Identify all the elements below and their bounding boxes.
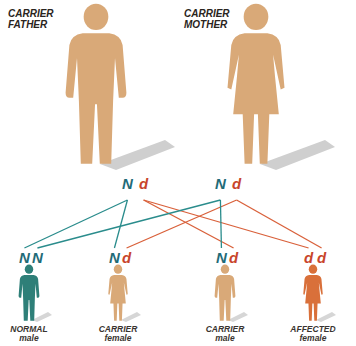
- allele-letter: N: [19, 250, 30, 265]
- child-figure: [108, 265, 128, 321]
- inheritance-line: [220, 200, 221, 248]
- allele-letter: N: [122, 176, 133, 191]
- parent-node: CARRIER FATHER Nd: [0, 0, 170, 200]
- figure-shadow: [228, 312, 248, 322]
- mother-figure: [228, 4, 285, 164]
- child-node: NdCARRIER female: [88, 248, 178, 346]
- allele-letter: d: [122, 250, 131, 265]
- parent-node: CARRIER MOTHER Nd: [180, 0, 356, 200]
- figure-shadow: [260, 140, 335, 170]
- child-figure: [215, 265, 236, 321]
- parent-label: CARRIER MOTHER: [184, 8, 246, 30]
- figure-shadow: [32, 312, 52, 322]
- allele-letter: d: [304, 250, 313, 265]
- allele-letter: d: [229, 250, 238, 265]
- inheritance-line: [127, 200, 237, 248]
- inheritance-line: [144, 200, 234, 248]
- child-figure: [303, 265, 323, 321]
- inheritance-line: [37, 200, 220, 248]
- child-figure: [19, 265, 40, 321]
- child-label: NORMAL male: [4, 325, 54, 343]
- father-figure: [66, 4, 127, 164]
- allele-letter: N: [109, 250, 120, 265]
- inheritance-line: [114, 200, 127, 248]
- child-node: ddAFFECTED female: [268, 248, 356, 346]
- child-label: AFFECTED female: [288, 325, 338, 343]
- figure-shadow: [121, 312, 141, 322]
- child-node: NN NORMAL male: [0, 248, 88, 346]
- inheritance-line: [144, 200, 309, 248]
- allele-letter: d: [232, 176, 241, 191]
- figure-shadow: [316, 312, 336, 322]
- child-label: CARRIER female: [93, 325, 143, 343]
- allele-letter: N: [32, 250, 43, 265]
- child-label: CARRIER male: [200, 325, 250, 343]
- allele-letter: d: [317, 250, 326, 265]
- allele-letter: N: [216, 250, 227, 265]
- allele-letter: N: [215, 176, 226, 191]
- inheritance-line: [24, 200, 127, 248]
- child-node: NdCARRIER male: [178, 248, 268, 346]
- parent-label: CARRIER FATHER: [8, 8, 70, 30]
- inheritance-line: [237, 200, 322, 248]
- allele-letter: d: [139, 176, 148, 191]
